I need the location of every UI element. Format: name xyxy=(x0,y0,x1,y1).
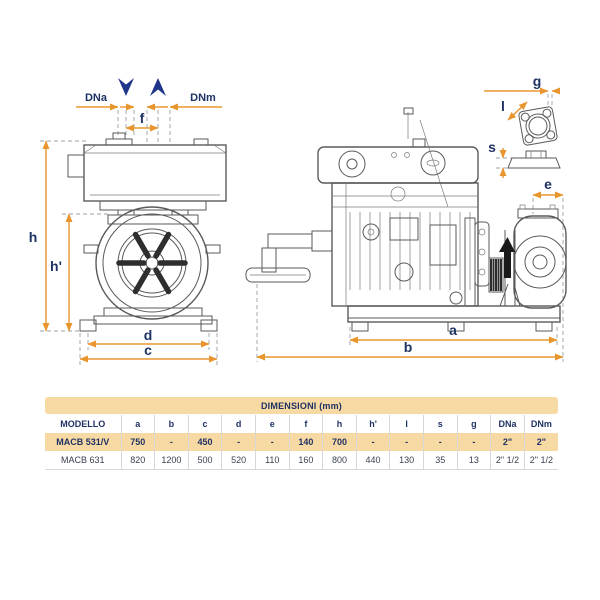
value-cell: 110 xyxy=(254,451,290,470)
value-cell: 2" 1/2 xyxy=(523,451,558,470)
base-front xyxy=(79,307,218,332)
column-header: d xyxy=(221,415,256,433)
column-header: l xyxy=(389,415,424,433)
crank-handle xyxy=(245,230,333,283)
dimension-dna: DNa xyxy=(76,92,135,111)
front-view-drawing: DNa DNm f h h' d c xyxy=(29,78,227,365)
model-cell: MACB 531/V xyxy=(56,437,110,447)
value-cell: - xyxy=(154,433,189,451)
column-header: f xyxy=(288,415,323,433)
column-header: s xyxy=(422,415,458,433)
e-label: e xyxy=(544,176,552,192)
dimension-a: a xyxy=(349,322,558,344)
value-cell: 820 xyxy=(120,451,155,470)
technical-drawing: DNa DNm f h h' d c xyxy=(29,73,567,365)
value-cell: - xyxy=(254,433,290,451)
dimension-l: l xyxy=(501,98,528,121)
dimension-b: b xyxy=(256,339,564,361)
value-cell: - xyxy=(456,433,491,451)
dimension-s: s xyxy=(488,139,507,178)
value-cell: 500 xyxy=(187,451,222,470)
dimension-d: d xyxy=(87,327,210,348)
column-header: b xyxy=(154,415,189,433)
value-cell: - xyxy=(355,433,390,451)
delivery-direction-icon xyxy=(150,78,166,96)
value-cell: 520 xyxy=(221,451,256,470)
value-cell: - xyxy=(389,433,424,451)
g-label: g xyxy=(533,73,542,89)
column-header: e xyxy=(254,415,290,433)
model-cell: MACB 631 xyxy=(45,451,121,470)
dimension-h: h xyxy=(29,140,50,332)
h-label: h xyxy=(29,229,38,245)
d-label: d xyxy=(144,327,153,343)
value-cell: 2" xyxy=(490,433,525,451)
column-header: h' xyxy=(355,415,390,433)
value-cell: 450 xyxy=(187,433,222,451)
value-cell: 2" 1/2 xyxy=(490,451,525,470)
h-prime-label: h' xyxy=(50,258,62,274)
reference-dashed-lines xyxy=(40,110,218,365)
fuel-tank-front xyxy=(67,132,227,202)
column-header: a xyxy=(120,415,155,433)
dna-label: DNa xyxy=(85,92,108,104)
column-header: DNa xyxy=(490,415,525,433)
value-cell: - xyxy=(221,433,256,451)
value-cell: 700 xyxy=(322,433,357,451)
dimension-c: c xyxy=(79,342,218,363)
value-cell: 750 xyxy=(120,433,155,451)
dimension-f: f xyxy=(125,110,159,132)
value-cell: 160 xyxy=(288,451,323,470)
value-cell: 2" xyxy=(523,433,558,451)
c-label: c xyxy=(144,342,152,358)
a-label: a xyxy=(449,322,457,338)
table-title: DIMENSIONI (mm) xyxy=(45,397,558,414)
column-header: c xyxy=(187,415,222,433)
dimension-dnm: DNm xyxy=(146,92,222,111)
flange-profile xyxy=(507,150,561,169)
pump-volute xyxy=(513,204,567,309)
dnm-label: DNm xyxy=(190,92,216,104)
engine-side xyxy=(317,107,479,307)
engine-fins xyxy=(349,212,471,305)
f-label: f xyxy=(140,110,145,126)
value-cell: - xyxy=(422,433,458,451)
flywheel-spokes xyxy=(116,231,188,295)
column-header: MODELLO xyxy=(60,419,106,429)
column-header: h xyxy=(322,415,357,433)
value-cell: 140 xyxy=(288,433,323,451)
column-header: g xyxy=(456,415,491,433)
flange-detail xyxy=(518,106,558,146)
flow-direction-icon xyxy=(499,237,515,278)
value-cell: 440 xyxy=(355,451,390,470)
l-label: l xyxy=(501,98,505,114)
coupling-assembly xyxy=(464,217,521,307)
value-cell: 35 xyxy=(422,451,458,470)
value-cell: 13 xyxy=(456,451,491,470)
side-view-drawing: a b e g l s xyxy=(245,73,567,362)
value-cell: 1200 xyxy=(154,451,189,470)
b-label: b xyxy=(404,339,413,355)
dimension-g: g xyxy=(484,73,560,95)
dimension-h-prime: h' xyxy=(50,213,73,332)
column-header: DNm xyxy=(523,415,558,433)
s-label: s xyxy=(488,139,496,155)
value-cell: 130 xyxy=(389,451,424,470)
suction-direction-icon xyxy=(118,78,134,96)
value-cell: 800 xyxy=(322,451,357,470)
dimension-e: e xyxy=(532,176,564,199)
